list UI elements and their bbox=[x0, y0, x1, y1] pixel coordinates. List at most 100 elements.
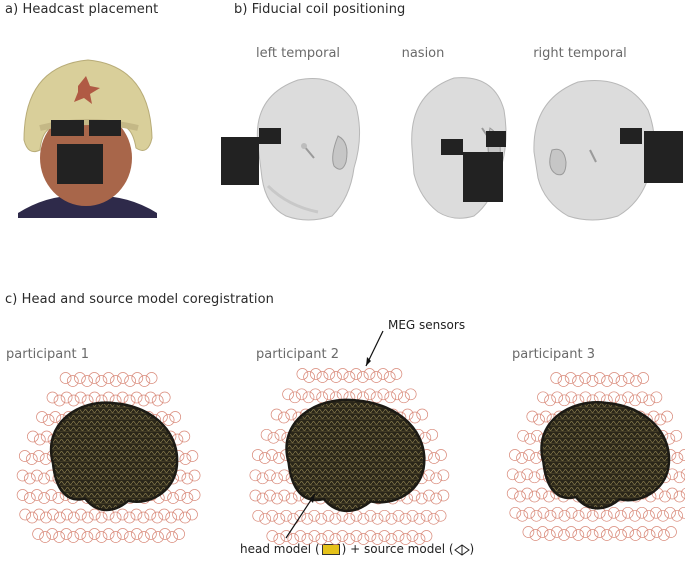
meg-sensor bbox=[23, 492, 36, 504]
meg-sensor bbox=[74, 508, 87, 521]
meg-sensor bbox=[329, 533, 342, 545]
meg-sensor bbox=[408, 489, 421, 502]
meg-sensor bbox=[551, 526, 563, 538]
meg-sensor bbox=[572, 509, 585, 522]
meg-sensor bbox=[59, 372, 72, 384]
meg-sensor bbox=[60, 391, 73, 404]
meg-sensor bbox=[102, 528, 115, 540]
meg-sensor bbox=[323, 368, 336, 380]
meg-sensor bbox=[536, 526, 549, 538]
meg-sensor bbox=[102, 372, 115, 384]
brain-model bbox=[50, 401, 179, 512]
meg-sensor bbox=[350, 530, 363, 542]
meg-sensor bbox=[392, 530, 405, 542]
meg-sensor bbox=[426, 428, 439, 441]
meg-sensor bbox=[509, 449, 521, 461]
participant-1-label: participant 1 bbox=[6, 347, 89, 362]
meg-sensor bbox=[123, 511, 136, 524]
meg-sensor bbox=[145, 528, 157, 540]
meg-sensor bbox=[316, 371, 329, 383]
meg-sensor bbox=[607, 506, 620, 519]
meg-sensor bbox=[278, 489, 291, 502]
meg-sensor bbox=[138, 531, 150, 543]
meg-sensor bbox=[264, 469, 276, 482]
arrow-icon bbox=[366, 357, 371, 366]
meg-sensor bbox=[130, 508, 143, 521]
meg-sensor bbox=[66, 375, 79, 387]
meg-sensor bbox=[266, 530, 279, 542]
meg-sensor bbox=[650, 506, 662, 519]
meg-sensor bbox=[287, 533, 300, 545]
meg-sensor bbox=[274, 428, 287, 441]
meg-sensor bbox=[678, 506, 685, 519]
meg-sensor bbox=[296, 368, 309, 380]
meg-sensor bbox=[40, 430, 53, 443]
meg-sensor bbox=[650, 526, 663, 538]
meg-sensor bbox=[343, 533, 356, 545]
meg-sensor bbox=[643, 529, 656, 541]
meg-sensor bbox=[74, 372, 86, 384]
meg-sensor bbox=[45, 489, 58, 501]
meg-sensor bbox=[572, 529, 585, 541]
meg-sensor bbox=[654, 413, 667, 426]
meg-sensor bbox=[535, 487, 548, 500]
meg-sensor bbox=[551, 506, 564, 519]
meg-sensor bbox=[81, 511, 94, 524]
meg-sensor bbox=[88, 528, 101, 540]
view-label-right-temporal: right temporal bbox=[533, 46, 627, 61]
meg-sensor bbox=[516, 452, 528, 464]
meg-sensor bbox=[19, 508, 32, 521]
meg-sensor bbox=[273, 452, 285, 464]
meg-sensor bbox=[531, 429, 543, 442]
meg-sensor bbox=[399, 512, 412, 525]
meg-sensor bbox=[586, 509, 599, 522]
meg-sensor bbox=[579, 372, 592, 384]
meg-sensor bbox=[509, 506, 522, 519]
meg-sensor bbox=[428, 452, 440, 464]
meg-sensor bbox=[363, 368, 376, 380]
meg-sensor bbox=[630, 375, 642, 387]
meg-sensor bbox=[308, 530, 321, 542]
meg-sensor bbox=[315, 533, 328, 545]
meg-sensor bbox=[144, 508, 157, 521]
meg-sensor bbox=[74, 528, 87, 540]
meg-sensor bbox=[330, 371, 342, 383]
meg-sensor bbox=[280, 509, 293, 522]
meg-sensor bbox=[666, 487, 679, 500]
meg-sensor bbox=[434, 509, 447, 522]
meg-sensor bbox=[260, 428, 273, 441]
head-left-temporal bbox=[238, 66, 368, 226]
meg-sensor bbox=[289, 391, 301, 404]
meg-sensor bbox=[60, 528, 73, 540]
meg-sensor bbox=[350, 388, 363, 401]
legend-close-paren: ) bbox=[469, 542, 475, 556]
meg-sensor bbox=[398, 391, 410, 404]
meg-sensor bbox=[267, 431, 280, 444]
arrow-icon bbox=[285, 493, 316, 539]
meg-sensor bbox=[47, 508, 59, 521]
meg-sensor bbox=[517, 429, 529, 442]
meg-sensor bbox=[137, 394, 150, 407]
meg-sensor bbox=[169, 411, 182, 423]
meg-sensor bbox=[179, 511, 191, 524]
meg-sensor bbox=[137, 511, 150, 524]
meg-sensor bbox=[67, 511, 80, 524]
meg-sensor bbox=[413, 512, 426, 525]
model-legend: head model () + source model () bbox=[240, 542, 474, 556]
meg-sensor bbox=[430, 472, 443, 485]
redaction-box bbox=[486, 131, 506, 147]
meg-sensor bbox=[636, 526, 649, 538]
meg-sensor bbox=[116, 508, 129, 521]
meg-sensor bbox=[600, 509, 613, 522]
meg-sensor bbox=[543, 490, 555, 503]
meg-sensor bbox=[308, 509, 321, 522]
meg-sensor bbox=[371, 512, 384, 525]
meg-sensor bbox=[152, 531, 164, 543]
meg-sensor bbox=[636, 506, 648, 519]
meg-sensor bbox=[26, 511, 38, 524]
panel-a-title: a) Headcast placement bbox=[5, 2, 159, 17]
meg-sensor bbox=[46, 391, 59, 404]
meg-sensor bbox=[680, 468, 685, 480]
meg-sensor bbox=[46, 528, 59, 540]
redaction-box bbox=[89, 120, 121, 136]
